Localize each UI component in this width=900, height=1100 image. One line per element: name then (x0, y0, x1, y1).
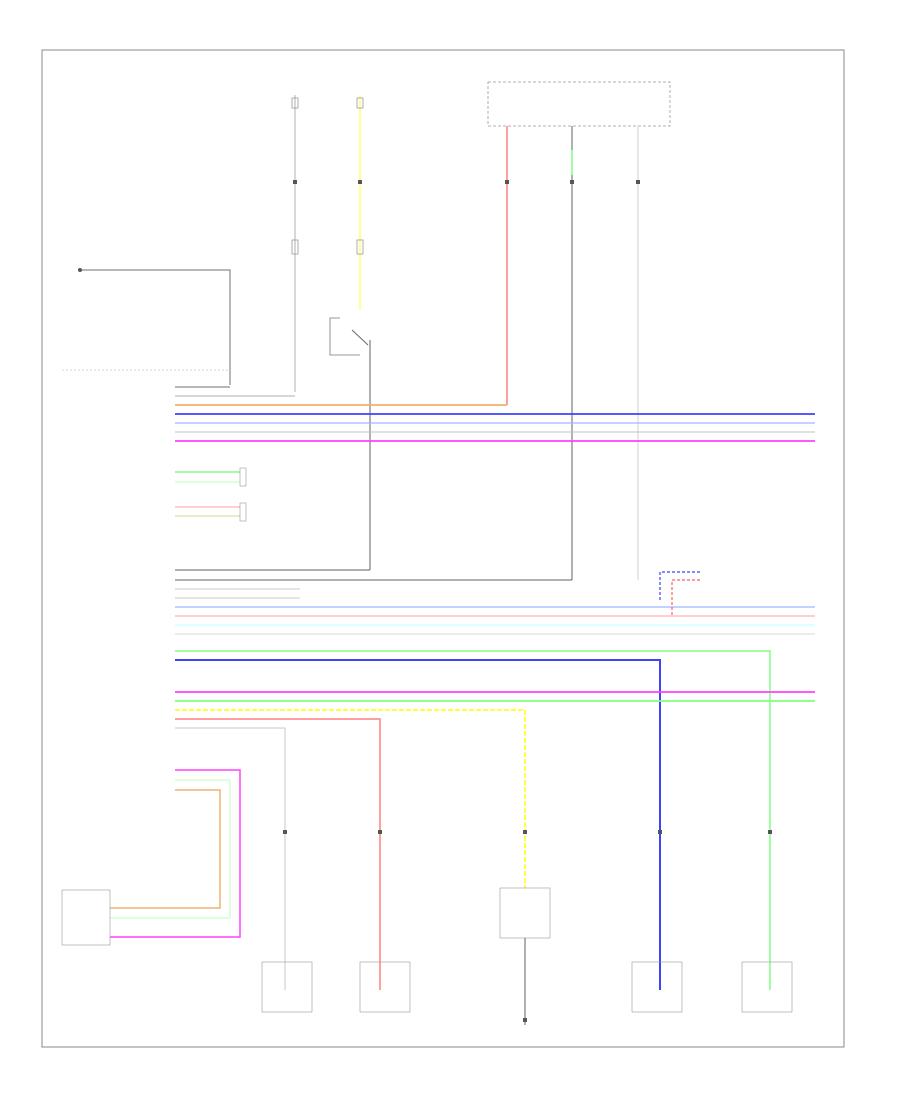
wire-red-lower (175, 718, 381, 990)
relay-box-top (487, 81, 671, 580)
wire-gray-lower (175, 727, 286, 990)
actuator-3 (631, 961, 683, 1013)
wire-ground-left (82, 269, 231, 385)
harness-group-2 (175, 467, 247, 522)
fuse-icon (356, 97, 364, 109)
connector-icon (239, 502, 247, 522)
fuse-block-left (291, 95, 299, 392)
harness-group-3 (175, 569, 815, 990)
switch-icon (291, 239, 299, 255)
harness-group-5 (61, 769, 241, 946)
fuse-block-center (329, 95, 371, 570)
switch-housing (329, 317, 360, 356)
sensor-unit (61, 889, 111, 946)
actuator-4 (741, 961, 793, 1013)
diagram-frame (41, 49, 845, 1048)
actuator-1 (261, 961, 313, 1013)
switch-icon (351, 329, 369, 346)
harness-group-4 (175, 691, 815, 990)
connector-icon (239, 467, 247, 487)
actuator-2 (359, 961, 411, 1013)
actuator-center (499, 887, 551, 939)
connector-icon (356, 239, 364, 255)
wire-connector-ticks (283, 180, 772, 1022)
wire-yellow-lower (175, 709, 526, 888)
actuator-boxes (261, 887, 793, 1025)
wire-green-right (175, 650, 771, 990)
ground-icon (78, 268, 82, 272)
fuse-icon (291, 97, 299, 109)
harness-group-1 (175, 386, 815, 442)
wire-blue-right (175, 659, 661, 990)
relay-box-outline (487, 81, 671, 127)
ground-top-left (78, 268, 231, 385)
